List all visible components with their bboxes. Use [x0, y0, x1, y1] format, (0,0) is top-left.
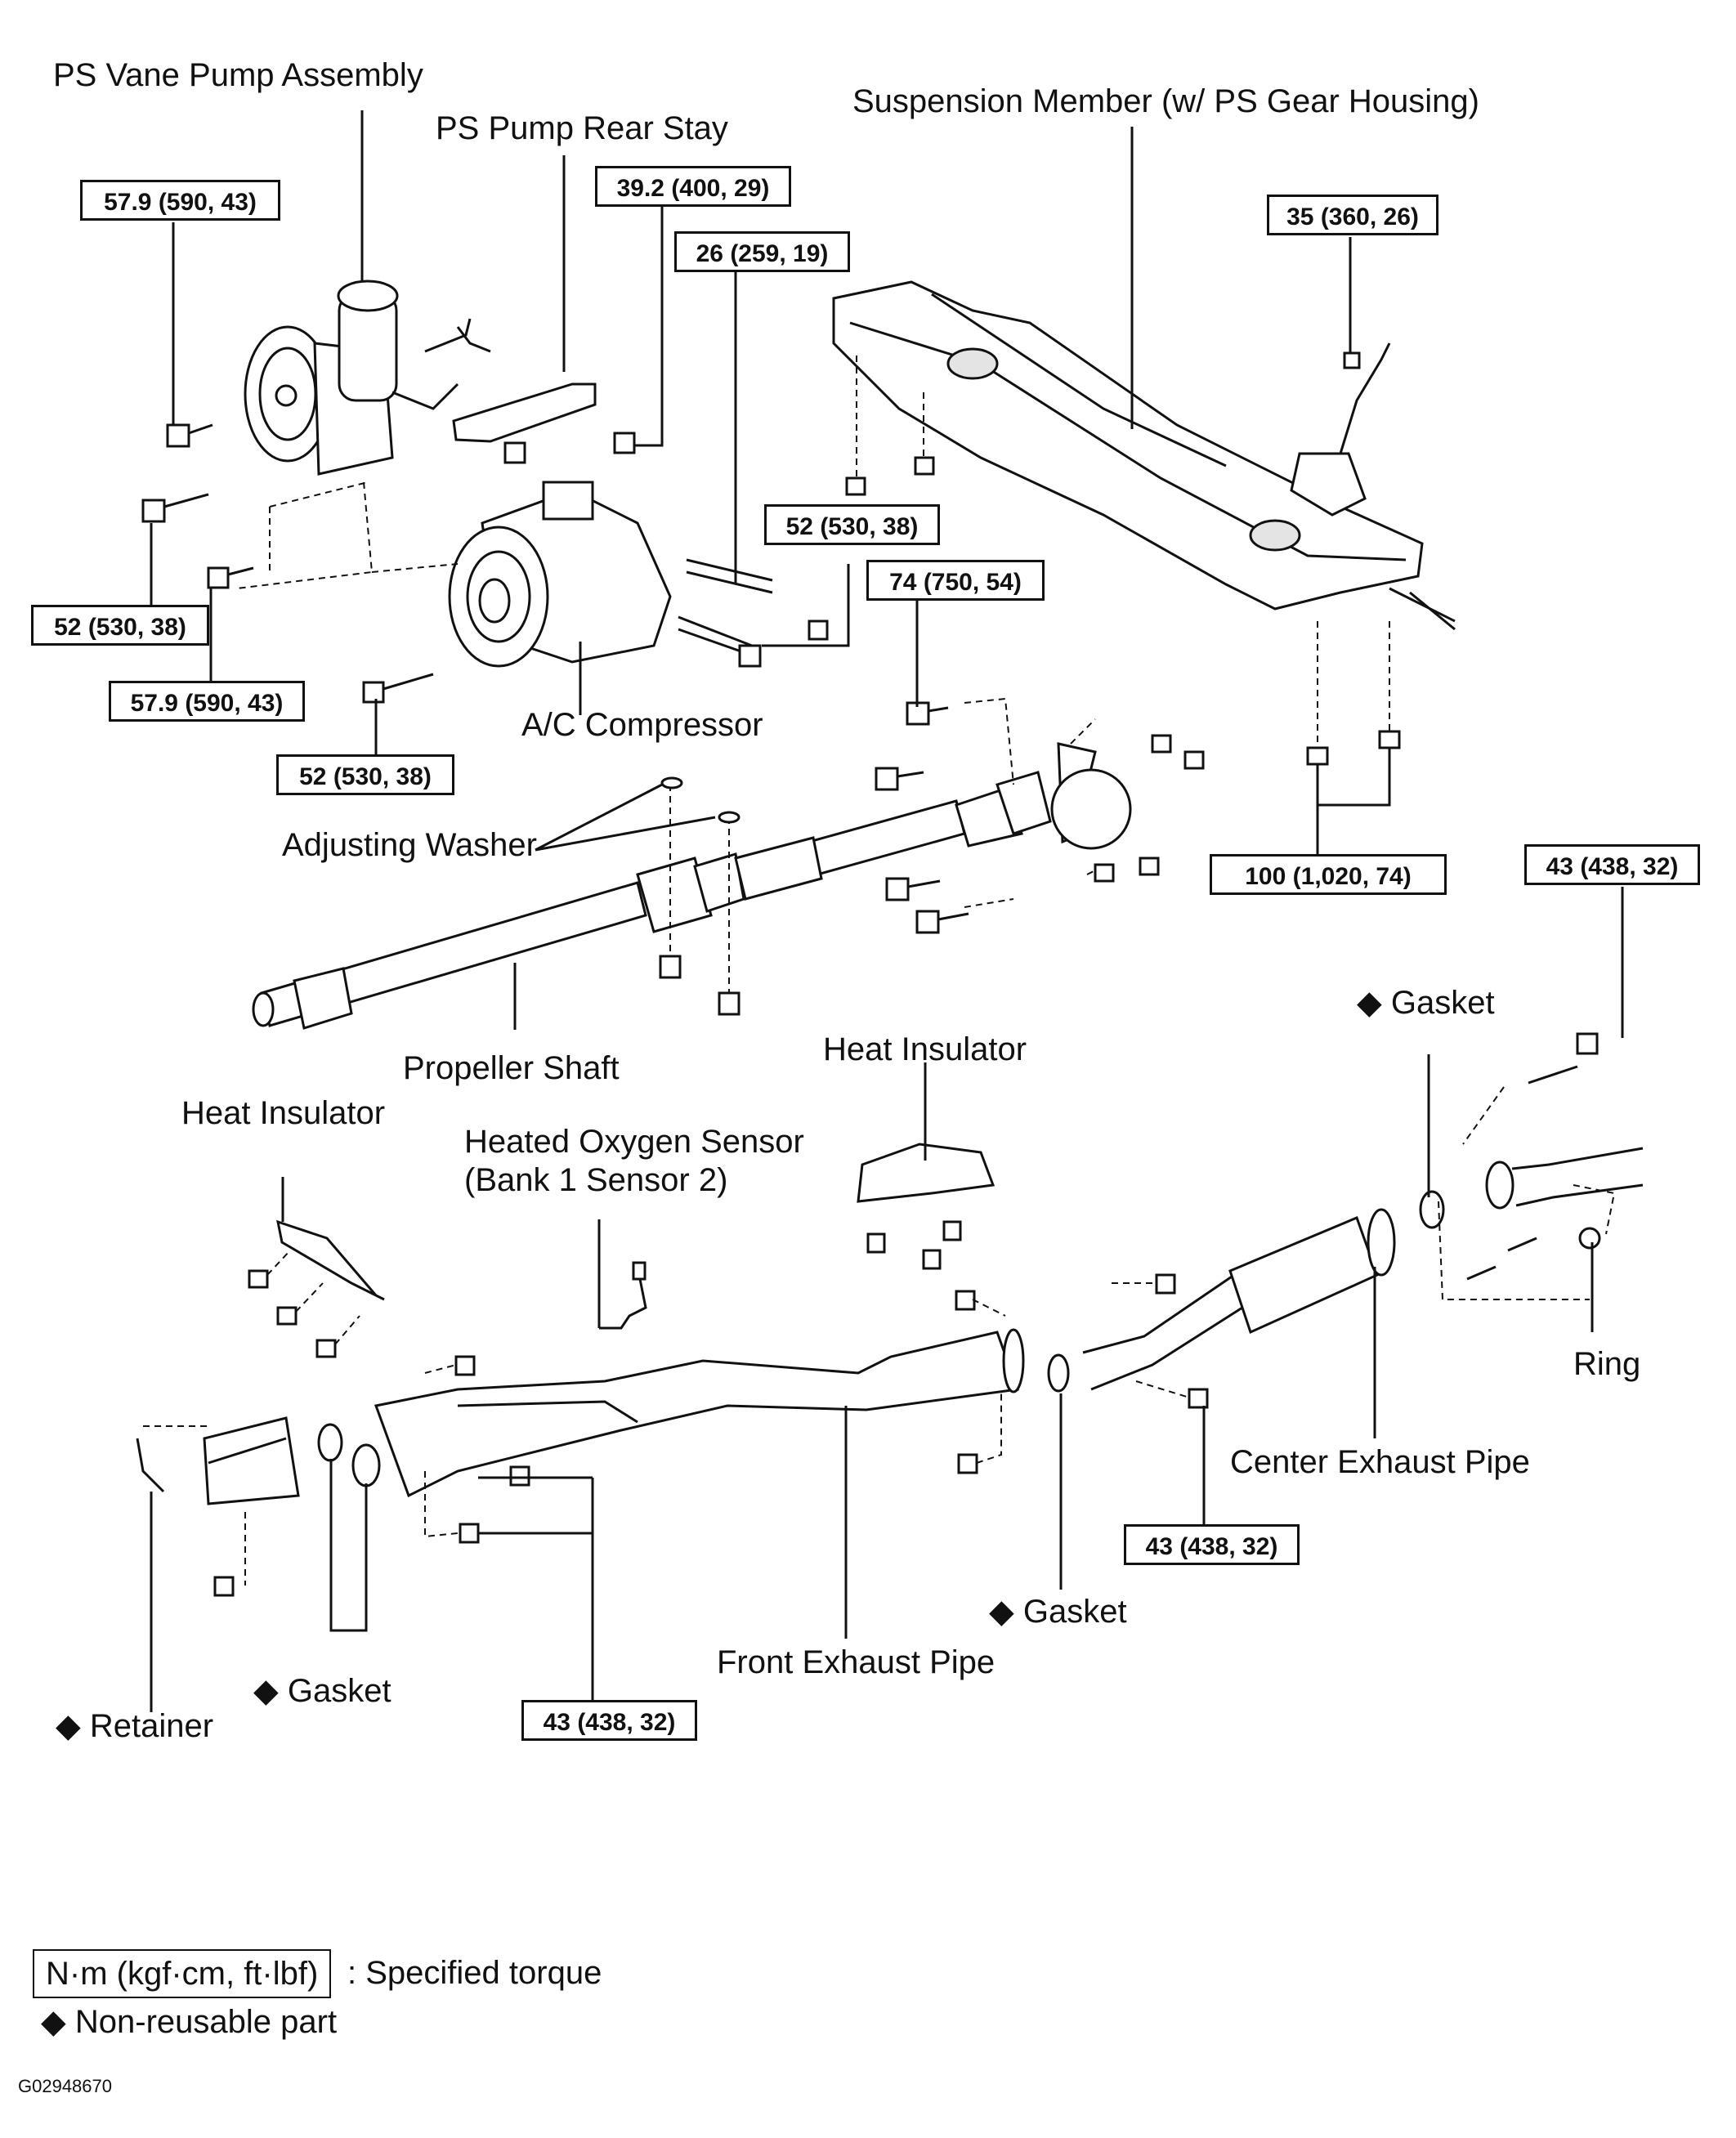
propeller-shaft-fasteners [659, 697, 1205, 1016]
label-gasket-center: ◆ Gasket [1357, 985, 1495, 1021]
non-reusable-diamond-icon: ◆ [1357, 985, 1382, 1021]
heat-insulator-rear-bolts [866, 1220, 962, 1270]
oxygen-sensor-plug [632, 1261, 647, 1281]
manifold-bolts [143, 1290, 1006, 1597]
torque-comp-52-bottom: 52 (530, 38) [276, 754, 454, 795]
non-reusable-diamond-icon: ◆ [253, 1673, 279, 1709]
label-gasket-manifold: ◆ Gasket [253, 1673, 391, 1709]
suspension-member-drawing [832, 280, 1456, 631]
torque-comp-stud: 26 (259, 19) [674, 231, 850, 272]
label-retainer: ◆ Retainer [56, 1708, 214, 1744]
label-front-exhaust-pipe: Front Exhaust Pipe [717, 1644, 996, 1680]
torque-exhaust-43-bottom: 43 (438, 32) [521, 1700, 697, 1741]
label-heat-insulator-rear: Heat Insulator [823, 1031, 1027, 1067]
label-ac-compressor: A/C Compressor [521, 707, 763, 743]
heat-insulator-front-drawing [276, 1219, 385, 1301]
oxygen-sensor-retainer-drawing [136, 1438, 165, 1493]
heat-insulator-front-bolts [248, 1250, 360, 1358]
ps-pump-rear-stay-drawing [452, 382, 597, 443]
torque-comp-52-right: 52 (530, 38) [764, 504, 940, 545]
legend-torque-description: : Specified torque [347, 1955, 602, 1991]
torque-exhaust-43-top: 43 (438, 32) [1524, 844, 1700, 885]
center-exhaust-pipe-drawing [1047, 1147, 1644, 1393]
torque-exhaust-43-center: 43 (438, 32) [1124, 1524, 1300, 1565]
torque-steering: 35 (360, 26) [1267, 195, 1438, 235]
ac-compressor-fasteners [141, 423, 829, 704]
label-oxygen-sensor-bank: (Bank 1 Sensor 2) [464, 1162, 728, 1198]
exhaust-manifold-drawing [203, 1416, 381, 1505]
leader-lines [150, 110, 1624, 1712]
heat-insulator-rear-drawing [857, 1143, 996, 1203]
torque-pump-57-lower: 57.9 (590, 43) [109, 681, 305, 722]
label-suspension-member: Suspension Member (w/ PS Gear Housing) [852, 83, 1479, 119]
oxygen-sensor-drawing [599, 1274, 647, 1330]
front-exhaust-pipe-drawing [374, 1328, 1025, 1498]
torque-pump-52: 52 (530, 38) [31, 605, 209, 646]
non-reusable-diamond-icon: ◆ [56, 1708, 81, 1744]
label-ring: Ring [1573, 1346, 1641, 1382]
label-center-exhaust-pipe: Center Exhaust Pipe [1230, 1444, 1530, 1480]
ac-compressor-drawing [448, 481, 672, 668]
member-dashed-guides [845, 351, 1401, 766]
torque-prop-74: 74 (750, 54) [866, 560, 1045, 601]
torque-pump-bolt-top: 57.9 (590, 43) [80, 180, 280, 221]
pump-dashed-guides [236, 481, 459, 589]
label-heat-insulator-front: Heat Insulator [181, 1095, 386, 1131]
legend-torque-unit-box: N·m (kgf·cm, ft·lbf) [33, 1949, 332, 1998]
figure-id: G02948670 [18, 2076, 112, 2096]
label-propeller-shaft: Propeller Shaft [403, 1050, 620, 1086]
label-ps-pump-rear-stay: PS Pump Rear Stay [436, 110, 728, 146]
propeller-shaft-drawing [252, 742, 1132, 1030]
non-reusable-diamond-icon: ◆ [989, 1594, 1014, 1630]
label-gasket-front-pipe: ◆ Gasket [989, 1594, 1127, 1630]
non-reusable-diamond-icon: ◆ [41, 2004, 66, 2040]
label-adjusting-washer: Adjusting Washer [282, 827, 537, 863]
torque-member-100: 100 (1,020, 74) [1210, 854, 1447, 895]
label-ps-vane-pump: PS Vane Pump Assembly [53, 57, 423, 93]
center-exhaust-fasteners [1112, 1032, 1616, 1409]
ps-vane-pump-drawing [244, 280, 491, 476]
torque-stay-bolt: 39.2 (400, 29) [595, 166, 791, 207]
label-oxygen-sensor: Heated Oxygen Sensor [464, 1124, 804, 1160]
legend-non-reusable: ◆ Non-reusable part [41, 2004, 338, 2040]
